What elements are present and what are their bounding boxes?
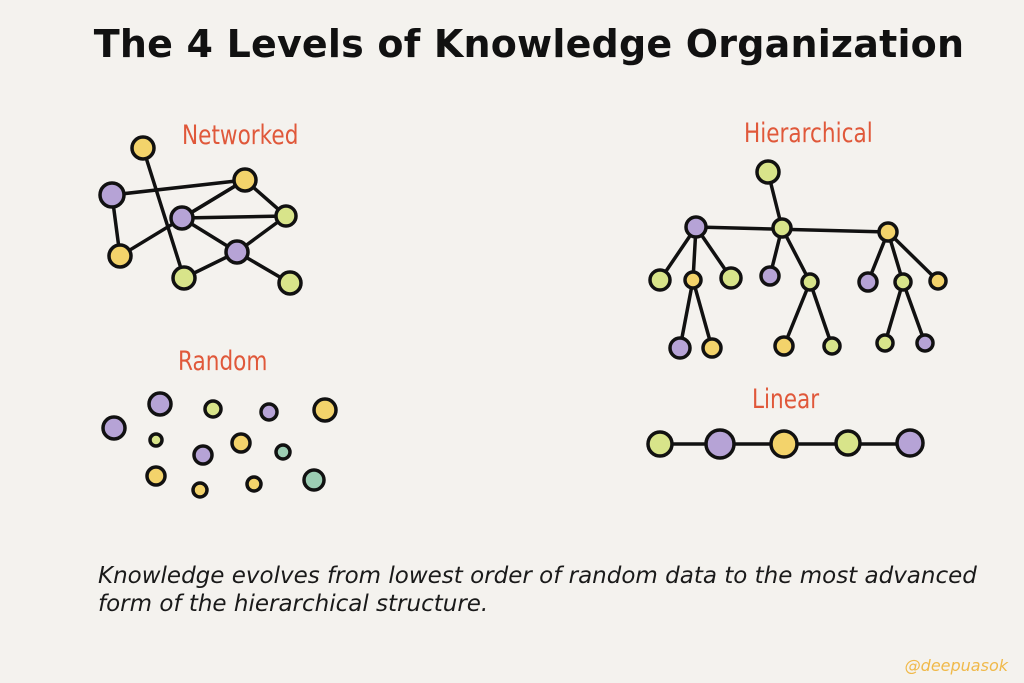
node-purple: [98, 181, 126, 209]
node-green: [893, 272, 913, 292]
dot-yellow: [145, 465, 167, 487]
node-yellow: [232, 167, 258, 193]
edge: [782, 280, 812, 348]
node-purple: [915, 333, 935, 353]
author-handle: @deepuasok: [904, 656, 1008, 675]
node-green: [171, 265, 197, 291]
node-yellow: [701, 337, 723, 359]
edge: [180, 214, 288, 220]
label-linear: Linear: [752, 384, 820, 415]
node-purple: [224, 239, 250, 265]
edge: [141, 146, 186, 280]
hierarchical-tree: [648, 159, 948, 360]
label-random: Random: [178, 346, 268, 377]
edge: [901, 280, 927, 345]
dot-purple: [147, 391, 173, 417]
node-green: [277, 270, 303, 296]
node-yellow: [683, 270, 703, 290]
node-purple: [857, 271, 879, 293]
node-green: [719, 266, 743, 290]
node-green: [822, 336, 842, 356]
node-yellow: [107, 243, 133, 269]
node-root: [755, 159, 781, 185]
dot-green: [148, 432, 164, 448]
dot-yellow: [245, 475, 263, 493]
node-green: [771, 217, 793, 239]
node-purple: [895, 428, 925, 458]
node-green: [274, 204, 298, 228]
dot-green: [203, 399, 223, 419]
diagram-title: The 4 Levels of Knowledge Organization: [93, 22, 965, 66]
dot-teal: [302, 468, 326, 492]
dot-yellow: [230, 432, 252, 454]
node-green: [834, 429, 862, 457]
edge: [808, 280, 834, 348]
node-purple: [169, 205, 195, 231]
label-hierarchical: Hierarchical: [744, 118, 873, 149]
edge: [886, 230, 940, 283]
node-green: [800, 272, 820, 292]
random-dots: [101, 391, 338, 499]
edge: [883, 280, 905, 345]
edge: [110, 178, 247, 197]
networked-graph: [98, 135, 303, 296]
node-purple: [704, 428, 736, 460]
dot-yellow: [191, 481, 209, 499]
node-purple: [759, 265, 781, 287]
dot-teal: [274, 443, 292, 461]
dot-purple: [192, 444, 214, 466]
node-green: [646, 430, 674, 458]
node-yellow: [769, 429, 799, 459]
label-networked: Networked: [182, 120, 299, 151]
node-green: [648, 268, 672, 292]
node-yellow: [928, 271, 948, 291]
dot-purple: [259, 402, 279, 422]
caption-text: Knowledge evolves from lowest order of r…: [98, 563, 977, 617]
linear-chain: [646, 428, 925, 460]
node-yellow: [130, 135, 156, 161]
node-green: [875, 333, 895, 353]
edge: [691, 278, 714, 350]
dot-yellow: [312, 397, 338, 423]
node-purple: [684, 215, 708, 239]
dot-purple: [101, 415, 127, 441]
node-yellow: [773, 335, 795, 357]
node-yellow: [877, 221, 899, 243]
node-purple: [668, 336, 692, 360]
